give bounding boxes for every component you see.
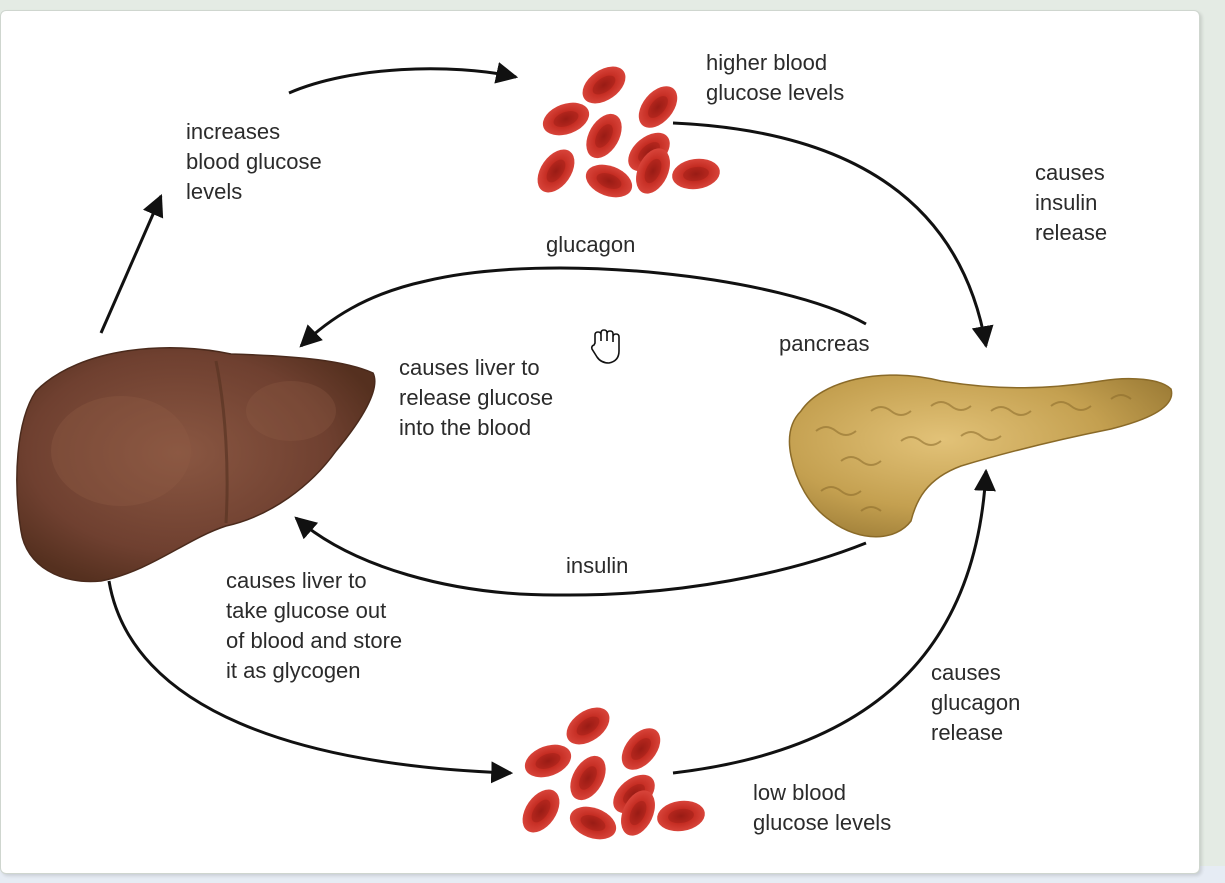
hand-cursor-icon: [592, 330, 619, 363]
label-insulin: insulin: [566, 551, 628, 581]
label-increases-blood-glucose: increases blood glucose levels: [186, 117, 322, 207]
label-pancreas: pancreas: [779, 329, 870, 359]
liver-illustration: [17, 348, 375, 582]
label-release-glucose: causes liver to release glucose into the…: [399, 353, 553, 443]
label-low-blood-glucose: low blood glucose levels: [753, 778, 891, 838]
label-glucagon: glucagon: [546, 230, 635, 260]
diagram-panel: increases blood glucose levels higher bl…: [0, 10, 1200, 874]
arrow-high-to-pancreas: [673, 123, 986, 346]
label-store-glycogen: causes liver to take glucose out of bloo…: [226, 566, 402, 686]
label-causes-insulin-release: causes insulin release: [1035, 158, 1107, 248]
arrow-to-high-cells: [289, 69, 516, 93]
red-blood-cells-icon: [530, 59, 722, 203]
label-causes-glucagon-release: causes glucagon release: [931, 658, 1020, 748]
arrow-liver-to-high: [101, 196, 161, 333]
label-higher-blood-glucose: higher blood glucose levels: [706, 48, 844, 108]
